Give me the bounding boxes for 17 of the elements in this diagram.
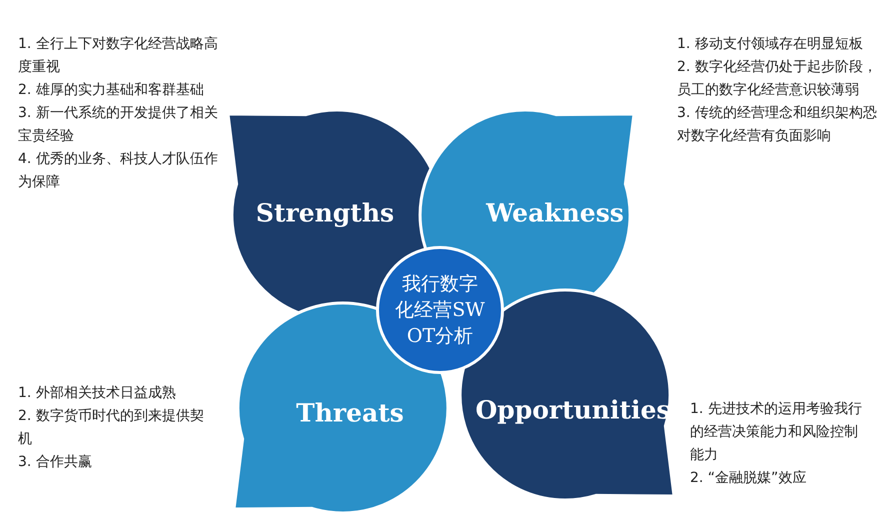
- list-item: 1. 全行上下对数字化经营战略高度重视: [18, 35, 219, 77]
- list-item: 3. 传统的经营理念和组织架构恐对数字化经营有负面影响: [677, 104, 878, 146]
- list-item: 2. 数字货币时代的到来提供契机: [18, 407, 205, 449]
- quadrant-title: Strengths: [256, 198, 394, 228]
- list-item: 3. 合作共赢: [18, 453, 93, 472]
- list-item: 2. “金融脱媒”效应: [690, 469, 808, 488]
- list-item: 2. 雄厚的实力基础和客群基础: [18, 81, 205, 100]
- list-item: 1. 外部相关技术日益成熟: [18, 384, 177, 403]
- quadrant-title: Opportunities: [476, 396, 670, 424]
- quadrant-title: Threats: [296, 398, 404, 428]
- list-item: 1. 移动支付领域存在明显短板: [677, 35, 864, 54]
- list-item: 1. 先进技术的运用考验我行的经营决策能力和风险控制能力: [690, 400, 862, 465]
- list-item: 4. 优秀的业务、科技人才队伍作为保障: [18, 150, 219, 192]
- list-item: 3. 新一代系统的开发提供了相关宝贵经验: [18, 104, 219, 146]
- quadrant-title: Weakness: [486, 198, 624, 228]
- list-item: 2. 数字化经营仍处于起步阶段，员工的数字化经营意识较薄弱: [677, 58, 878, 100]
- center-title: 我行数字化经营SWOT分析: [394, 272, 486, 349]
